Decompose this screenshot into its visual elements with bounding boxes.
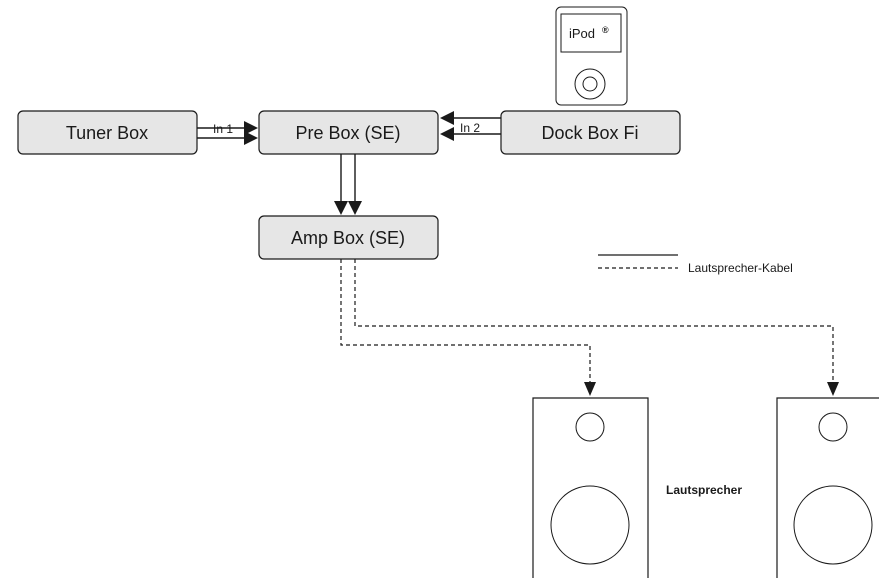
arrowhead-icon	[440, 127, 454, 141]
dock-box-label: Dock Box Fi	[541, 123, 638, 143]
arrowhead-icon	[348, 201, 362, 215]
amp-box-label: Amp Box (SE)	[291, 228, 405, 248]
ipod-icon: iPod ®	[555, 6, 628, 106]
pre-box-label: Pre Box (SE)	[295, 123, 400, 143]
speaker-cables	[340, 259, 839, 396]
amp-box: Amp Box (SE)	[258, 215, 439, 260]
arrowhead-icon	[440, 111, 454, 125]
speaker-right-icon	[776, 397, 879, 578]
speaker-cable-right	[354, 259, 834, 382]
registered-mark: ®	[602, 25, 609, 35]
pre-box: Pre Box (SE)	[258, 110, 439, 155]
input-1-label: In 1	[213, 122, 233, 136]
dock-to-pre-connection: In 2	[440, 111, 501, 141]
speakers-label: Lautsprecher	[666, 483, 742, 497]
speaker-left-icon	[532, 397, 649, 578]
dock-box: Dock Box Fi	[500, 110, 681, 155]
arrowhead-icon	[827, 382, 839, 396]
arrowhead-icon	[584, 382, 596, 396]
legend-dashed-label: Lautsprecher-Kabel	[688, 261, 793, 275]
tuner-to-pre-connection: In 1	[197, 121, 258, 145]
pre-to-amp-connection	[334, 154, 362, 215]
arrowhead-icon	[334, 201, 348, 215]
ipod-label: iPod	[569, 26, 595, 41]
speaker-cable-left	[340, 259, 591, 382]
tuner-box: Tuner Box	[17, 110, 198, 155]
input-2-label: In 2	[460, 121, 480, 135]
arrowhead-icon	[244, 121, 258, 135]
arrowhead-icon	[244, 131, 258, 145]
tuner-box-label: Tuner Box	[66, 123, 148, 143]
legend: Lautsprecher-Kabel	[598, 254, 793, 275]
